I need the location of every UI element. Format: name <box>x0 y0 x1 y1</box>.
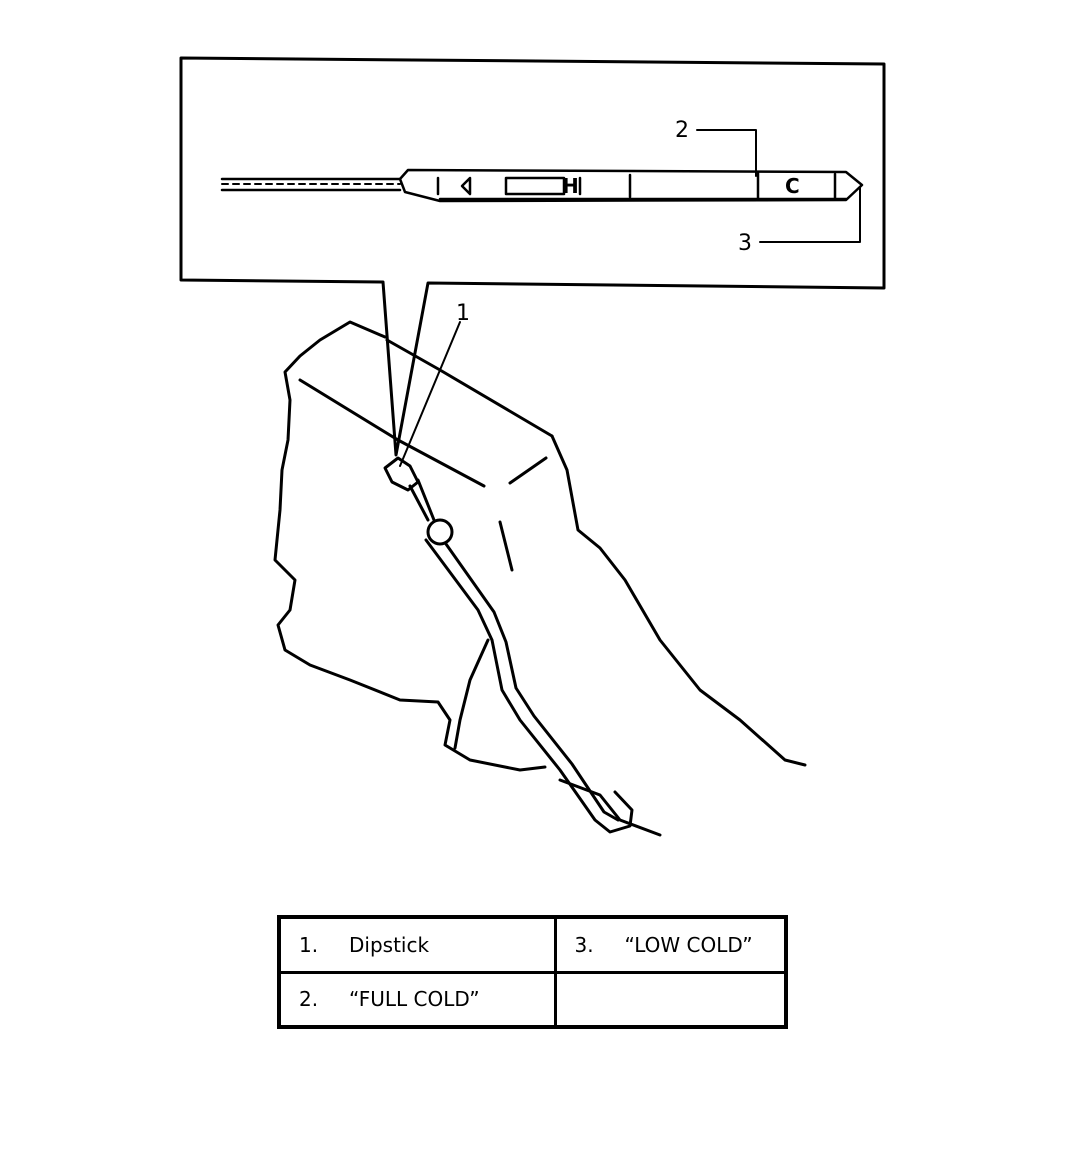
mark-hot-letter: H <box>562 174 579 198</box>
callout-3-leader <box>759 187 861 243</box>
legend-table: 1. Dipstick 3. “LOW COLD” 2. “FULL COLD” <box>277 915 788 1029</box>
legend-cell: 2. “FULL COLD” <box>277 970 557 1029</box>
dipstick-detail <box>220 168 864 203</box>
legend-cell: 3. “LOW COLD” <box>553 915 788 974</box>
housing-crease-3 <box>498 520 514 572</box>
legend-cell: 1. Dipstick <box>277 915 557 974</box>
housing-edge-right <box>550 434 807 767</box>
housing-crease-1 <box>298 378 486 488</box>
callout-1-leader <box>399 321 461 467</box>
legend-cell <box>553 970 788 1029</box>
engine-housing-outline <box>273 320 547 772</box>
housing-crease-4 <box>453 638 490 750</box>
callout-2-leader <box>696 129 757 177</box>
legend-text: Dipstick <box>349 932 430 957</box>
housing-top-edge <box>385 338 554 438</box>
housing-crease-2 <box>508 456 548 485</box>
legend-text: “LOW COLD” <box>624 932 753 957</box>
housing-bottom <box>558 778 662 837</box>
legend-number: 2. <box>299 987 319 1012</box>
callout-2-number: 2 <box>675 118 689 143</box>
detail-inset-frame <box>179 56 886 457</box>
callout-1-number: 1 <box>456 301 470 326</box>
mark-full-letter: C <box>785 174 800 198</box>
legend-row: 1. Dipstick 3. “LOW COLD” <box>277 915 788 974</box>
legend-row: 2. “FULL COLD” <box>277 970 788 1029</box>
legend-number: 3. <box>574 932 594 957</box>
dipstick-illustration: H C 1 2 3 <box>179 56 886 837</box>
callout-3-number: 3 <box>738 231 752 256</box>
legend-text: “FULL COLD” <box>349 987 480 1012</box>
legend-number: 1. <box>299 932 319 957</box>
dipstick-handle-and-tube <box>383 456 634 834</box>
